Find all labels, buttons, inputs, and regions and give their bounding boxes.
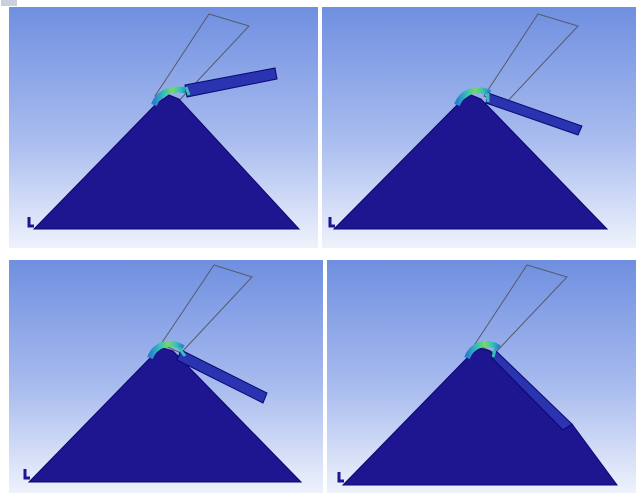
- simulation-panel-3: [9, 260, 323, 493]
- simulation-panel-4: [327, 260, 636, 493]
- simulation-panel-2: [322, 7, 636, 248]
- triangular-die: [27, 347, 303, 483]
- strip-junction: [177, 347, 187, 357]
- simulation-panel-1: [9, 7, 318, 248]
- base-flange: [337, 472, 344, 483]
- fem-render-3: [9, 260, 323, 493]
- triangular-die: [332, 94, 609, 230]
- strip-junction: [184, 86, 191, 96]
- triangular-die: [32, 94, 301, 230]
- deforming-strip: [176, 349, 268, 404]
- bend-zone: [147, 340, 185, 360]
- fem-render-1: [9, 7, 318, 248]
- bend-zone: [151, 86, 188, 107]
- corner-mark: [1, 0, 17, 6]
- bend-zone: [454, 87, 492, 107]
- base-flange: [328, 217, 335, 228]
- deforming-strip: [184, 67, 278, 98]
- strip-junction: [491, 349, 497, 358]
- base-flange: [27, 217, 34, 228]
- fem-render-2: [322, 7, 636, 248]
- fem-render-4: [327, 260, 636, 493]
- base-flange: [23, 469, 30, 480]
- bend-zone: [464, 340, 501, 360]
